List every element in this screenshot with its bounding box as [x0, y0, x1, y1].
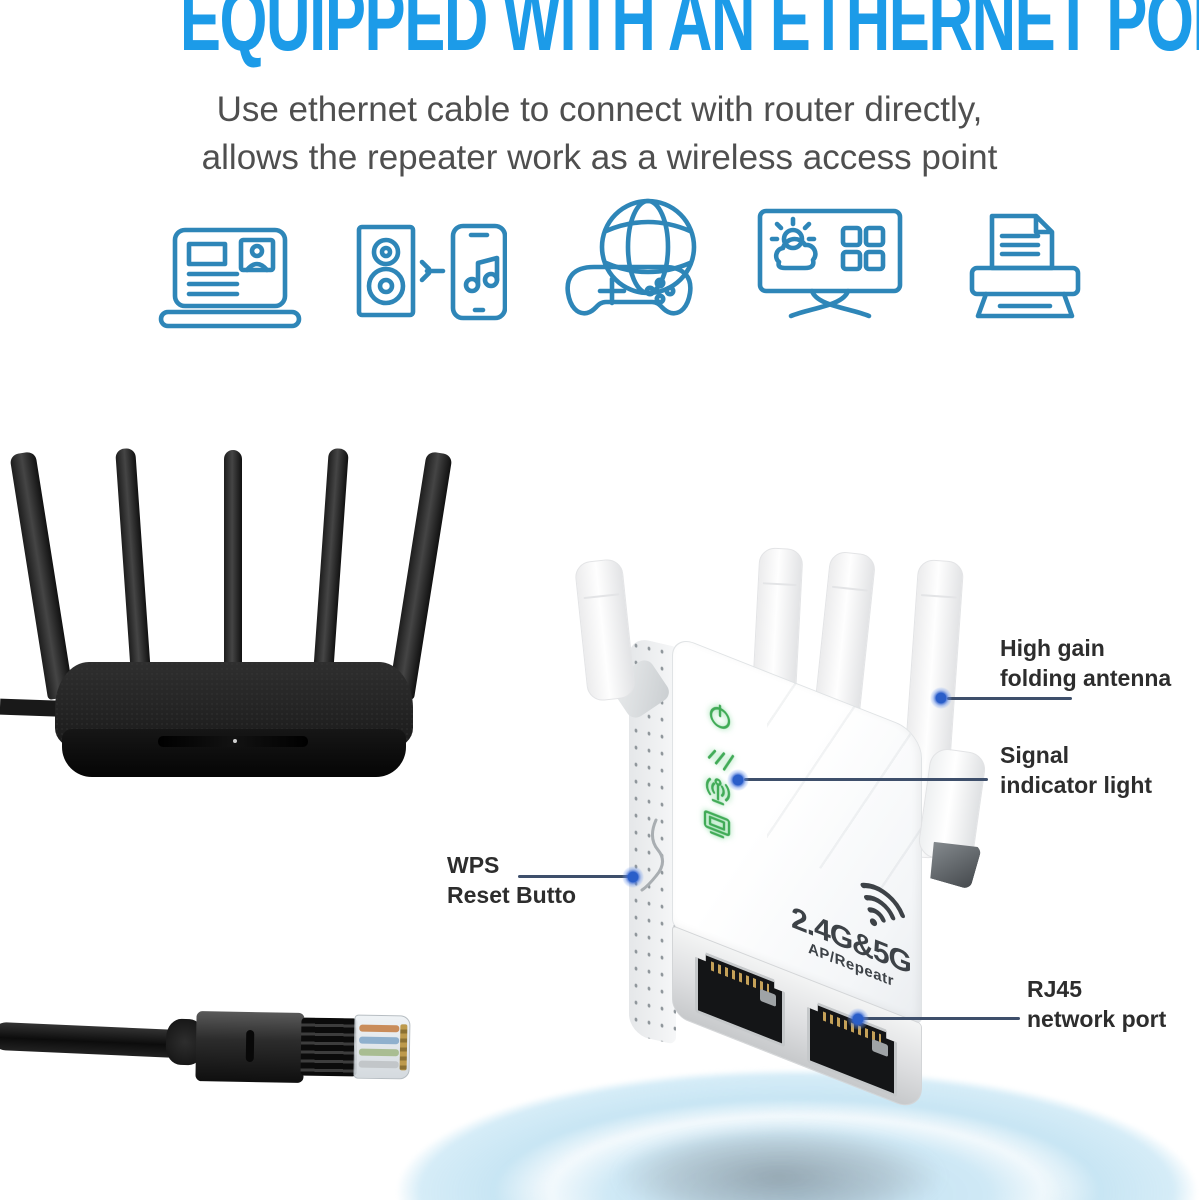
- label-rj45-network-port: RJ45 network port: [1027, 974, 1166, 1034]
- subtitle-line-1: Use ethernet cable to connect with route…: [216, 90, 983, 129]
- label-line: network port: [1027, 1006, 1167, 1032]
- wps-button-groove: [640, 818, 664, 892]
- game-controller-globe-icon: [560, 193, 705, 331]
- wire-green: [358, 1048, 399, 1057]
- callout-dot-antenna: [930, 687, 952, 709]
- laptop-icon: [155, 224, 305, 334]
- speaker-music-phone-icon: [355, 222, 507, 322]
- label-line: Signal: [1000, 742, 1070, 768]
- wire-gray: [358, 1060, 399, 1069]
- rj45-plug-body: [195, 1011, 305, 1083]
- callout-line-wps: [518, 875, 630, 878]
- power-led-icon: [709, 704, 731, 729]
- callout-dot-signal: [727, 769, 749, 791]
- router-antenna: [115, 447, 152, 691]
- router-antenna: [388, 451, 453, 701]
- callout-line-antenna: [947, 697, 1072, 700]
- reflection-streaks: [767, 672, 921, 908]
- printer-icon: [962, 212, 1088, 327]
- label-line: Reset Butto: [447, 882, 577, 908]
- rj45-plug-contacts: [300, 1017, 358, 1077]
- callout-dot-rj45: [847, 1008, 869, 1030]
- wire-orange: [359, 1024, 400, 1033]
- lan-led-icon: [703, 810, 731, 839]
- label-signal-indicator: Signal indicator light: [1000, 740, 1152, 800]
- smart-tv-icon: [755, 206, 905, 324]
- label-high-gain-antenna: High gain folding antenna: [1000, 633, 1171, 693]
- signal-bars-led-icon: [707, 749, 735, 771]
- repeater-front-face: 2.4G&5G AP/Repeatr: [672, 634, 922, 1026]
- wifi-repeater-led-icon: [705, 777, 731, 806]
- callout-line-signal: [744, 778, 988, 781]
- callout-dot-wps: [622, 866, 644, 888]
- label-line: WPS: [447, 852, 500, 878]
- label-line: indicator light: [1000, 772, 1153, 798]
- subtitle: Use ethernet cable to connect with route…: [0, 86, 1199, 182]
- router-status-bar: [158, 736, 308, 747]
- router-antenna: [224, 450, 242, 686]
- callout-line-rj45: [862, 1017, 1020, 1020]
- ethernet-cable: [0, 1021, 185, 1059]
- wifi-logo-icon: [860, 882, 905, 927]
- label-wps-reset-button: WPS Reset Butto: [447, 850, 576, 910]
- router-antenna: [9, 451, 74, 701]
- wire-blue: [359, 1036, 400, 1045]
- label-line: folding antenna: [1000, 665, 1172, 691]
- label-line: High gain: [1000, 635, 1105, 661]
- label-line: RJ45: [1027, 976, 1082, 1002]
- repeater-antenna-left: [573, 557, 637, 703]
- page-title: EQUIPPED WITH AN ETHERNET PORT: [179, 0, 1199, 69]
- router-antenna: [312, 447, 349, 691]
- subtitle-line-2: allows the repeater work as a wireless a…: [201, 138, 998, 177]
- rj45-plug-clear-tip: [353, 1014, 411, 1080]
